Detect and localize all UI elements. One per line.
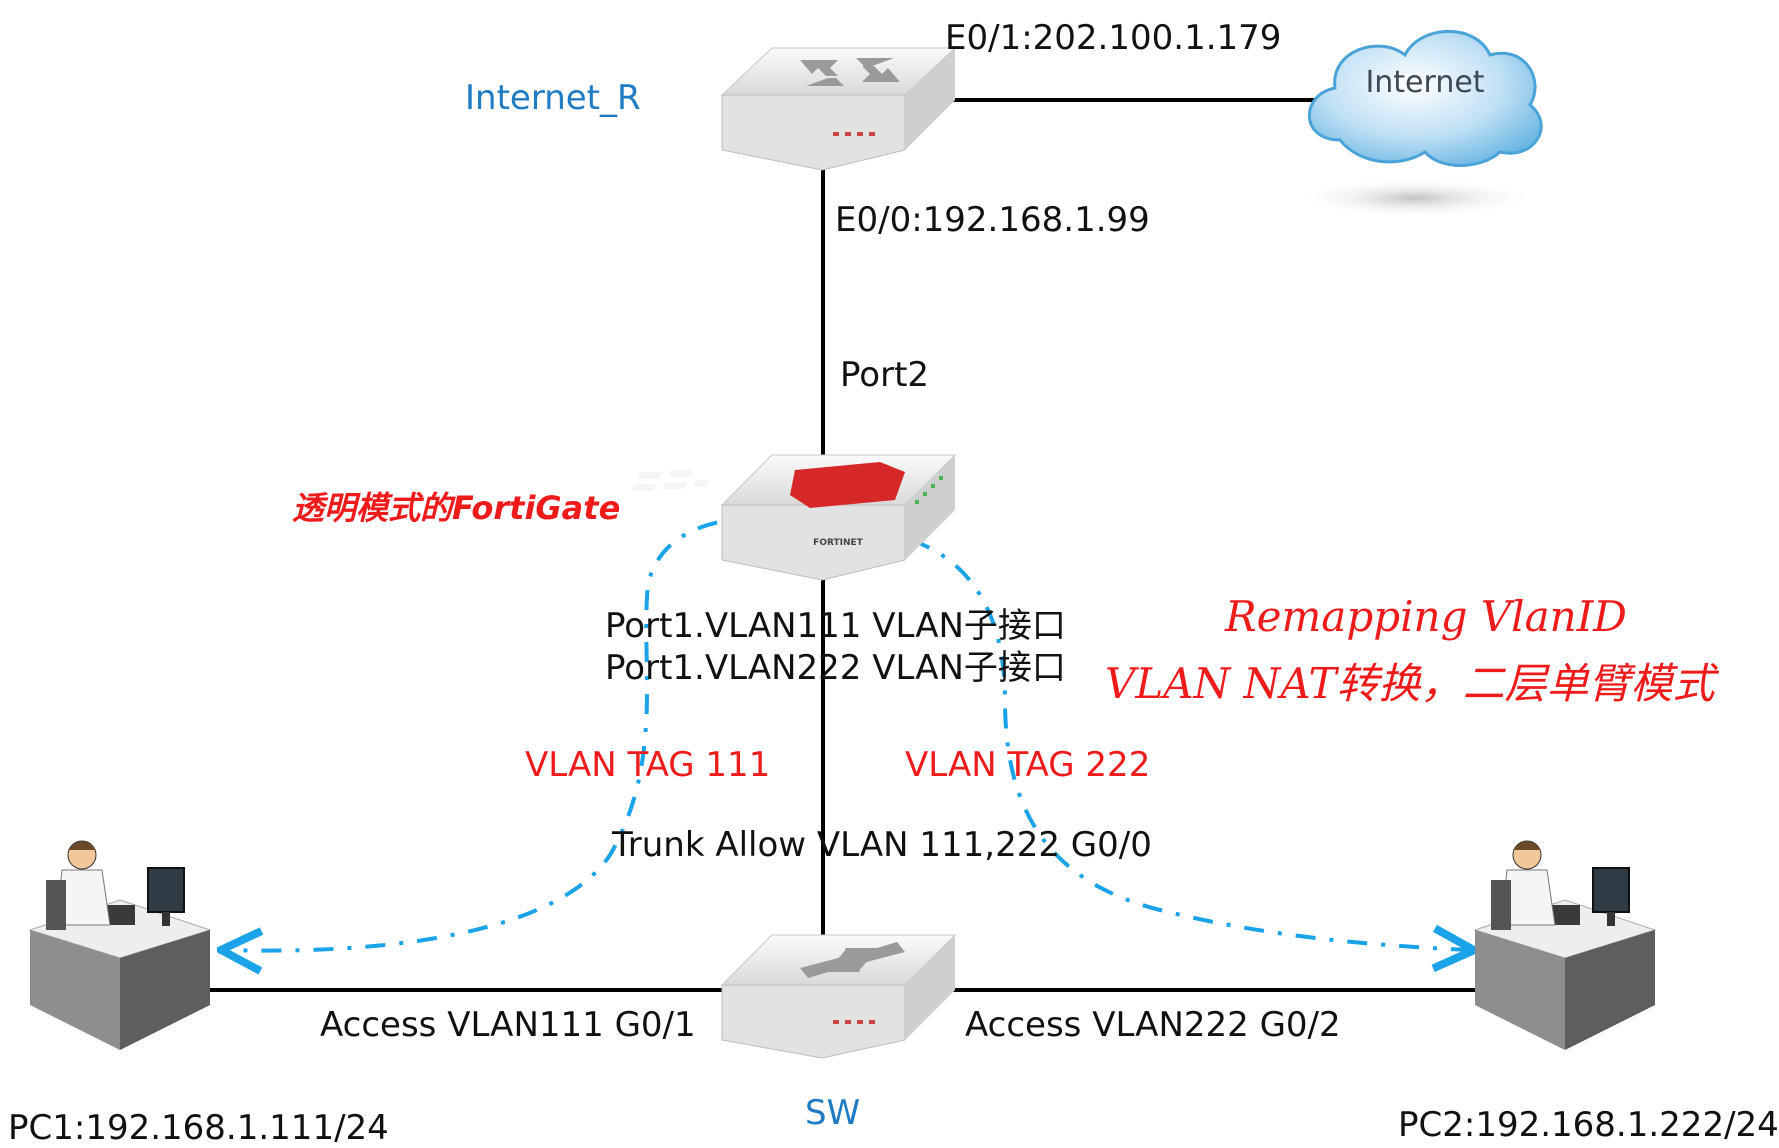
router-wan-interface-label: E0/1:202.100.1.179 [945, 18, 1282, 58]
firewall-title-label: 透明模式的FortiGate [292, 489, 621, 527]
pc2-address-label: PC2:192.168.1.222/24 [1398, 1105, 1779, 1145]
vlan-tag-222-label: VLAN TAG 222 [905, 745, 1151, 785]
vlan-tag-111-label: VLAN TAG 111 [525, 745, 771, 785]
router-name-label: Internet_R [465, 78, 641, 118]
fortigate-firewall-icon[interactable]: FORTINET [631, 454, 957, 581]
firewall-subinterface-2-label: Port1.VLAN222 VLAN子接口 [605, 648, 1066, 688]
pc2-workstation-icon[interactable] [1473, 840, 1657, 1050]
fortinet-logo-icon [631, 462, 905, 508]
fortinet-brand-text: FORTINET [813, 538, 863, 548]
pc1-workstation-icon[interactable] [28, 840, 212, 1050]
switch-access-left-label: Access VLAN111 G0/1 [320, 1005, 696, 1045]
internet-cloud-icon [1295, 29, 1543, 218]
remapping-note-line1: Remapping VlanID [1225, 592, 1627, 641]
firewall-subinterface-1-label: Port1.VLAN111 VLAN子接口 [605, 606, 1066, 646]
router-lan-interface-label: E0/0:192.168.1.99 [835, 200, 1150, 240]
switch-access-right-label: Access VLAN222 G0/2 [965, 1005, 1341, 1045]
internet-cloud-label: Internet [1365, 65, 1484, 100]
switch-icon[interactable] [720, 934, 957, 1059]
switch-trunk-label: Trunk Allow VLAN 111,222 G0/0 [612, 825, 1152, 865]
flow-vlan222 [859, 528, 1470, 950]
router-icon[interactable] [720, 47, 957, 171]
pc1-address-label: PC1:192.168.1.111/24 [8, 1108, 389, 1148]
remapping-note-line2: VLAN NAT转换，二层单臂模式 [1105, 659, 1715, 708]
switch-name-label: SW [805, 1093, 861, 1133]
firewall-uplink-port-label: Port2 [840, 355, 930, 395]
flow-vlan111 [225, 516, 821, 951]
